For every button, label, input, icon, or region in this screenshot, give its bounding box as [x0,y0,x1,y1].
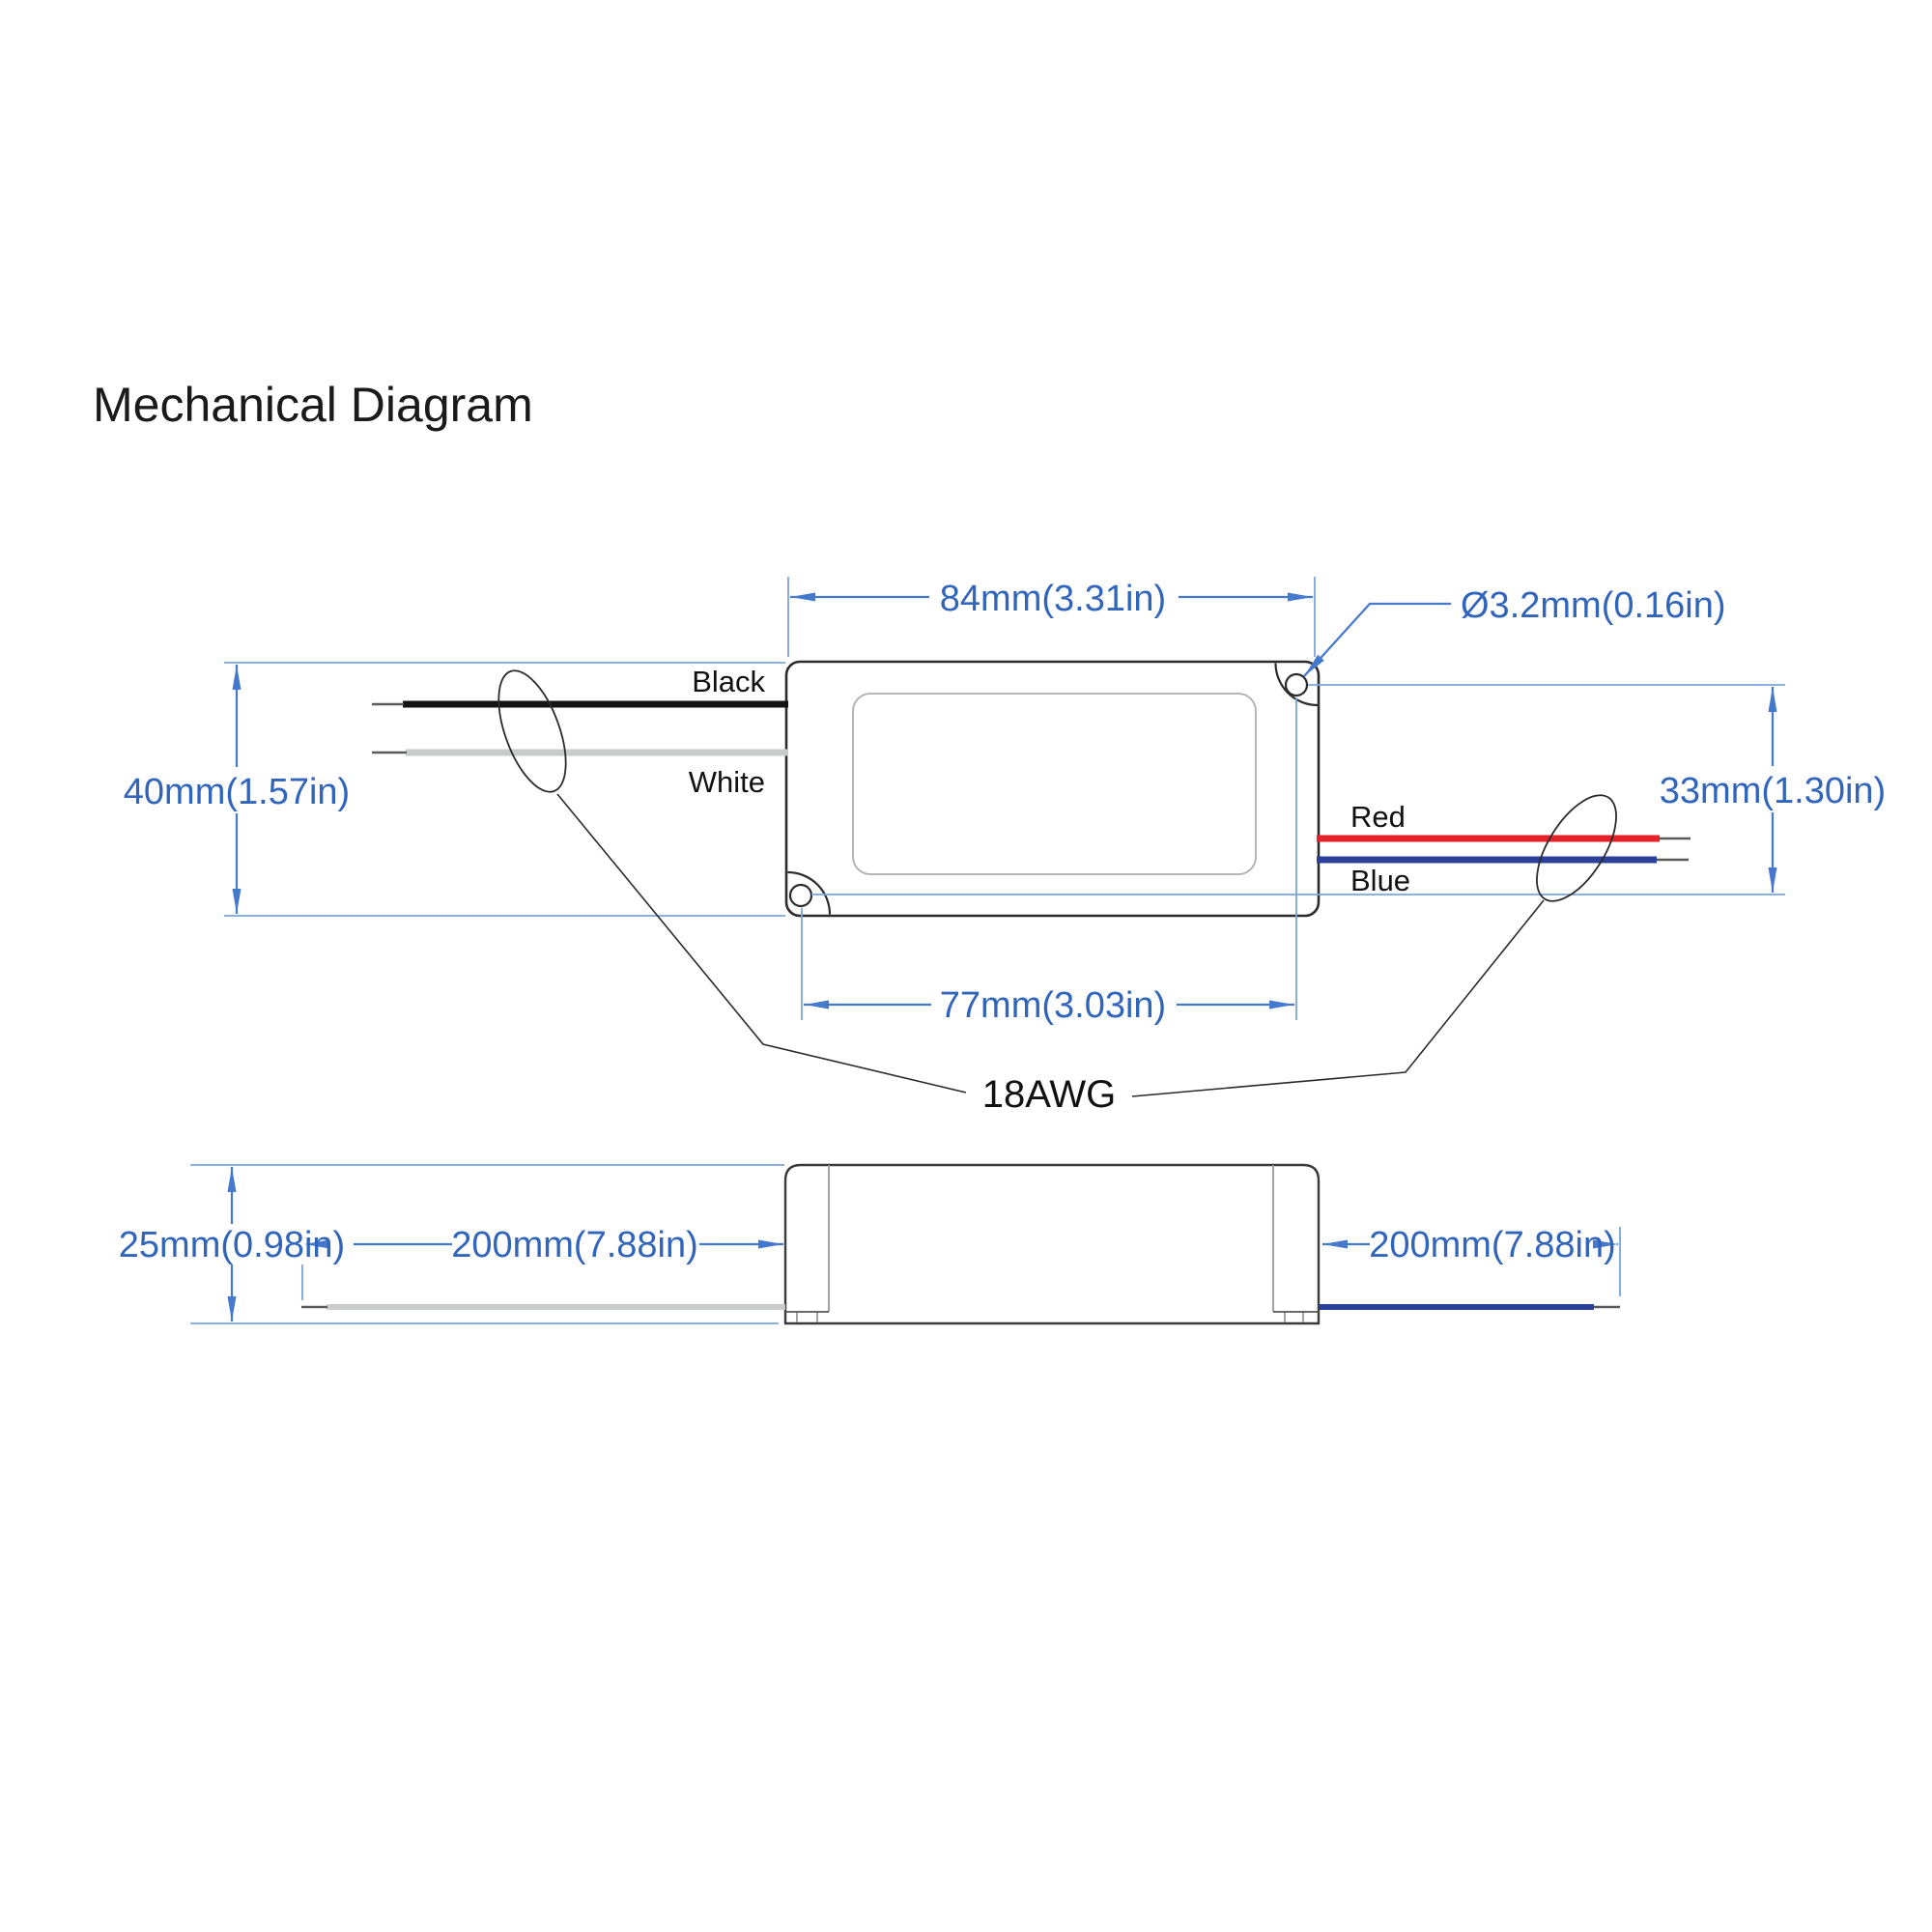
hole-vspacing-label: 33mm(1.30in) [1660,771,1886,811]
white-wire-label: White [689,765,765,799]
gauge-leader-left [556,793,967,1094]
side-height-label: 25mm(0.98in) [119,1225,345,1265]
gauge-leader-right [1131,899,1545,1097]
extension-lines-top-view [224,577,1785,1020]
mounting-hole-bottom-left [788,883,813,908]
dimension-text-masks-top [116,576,1893,1025]
black-wire-label: Black [692,665,765,698]
pocket-arc-bottom-left [787,870,832,915]
dimension-text-masks-side [112,1223,1617,1265]
wire-labels: Black White Red Blue [689,665,1410,897]
device-outline-top-view [784,660,1321,918]
dimension-arrows-side-view [227,1167,1618,1321]
hole-diameter-label: Ø3.2mm(0.16in) [1461,585,1726,626]
wires-top-view [403,700,1660,864]
gauge-callout-ellipse-right [1536,794,1617,902]
dim-width-label: 84mm(3.31in) [940,579,1166,619]
side-view: 25mm(0.98in) 200mm(7.88in) 200mm(7.88in) [112,1163,1621,1325]
page-title: Mechanical Diagram [93,378,533,432]
blue-wire-label: Blue [1350,864,1410,897]
side-view-panel-lines [796,1165,1304,1322]
device-outline-side-view [783,1163,1321,1325]
device-inner-panel [852,693,1257,875]
dimension-arrows-top-view [232,592,1777,1009]
output-wire-length-label: 200mm(7.88in) [1369,1225,1616,1265]
red-wire-label: Red [1350,800,1406,834]
dimension-labels-side-view: 25mm(0.98in) 200mm(7.88in) 200mm(7.88in) [119,1225,1616,1265]
mounting-hole-top-right [1284,672,1309,697]
wire-tips-top-view [372,702,1690,862]
dim-height-label: 40mm(1.57in) [124,772,350,812]
wire-gauge-group: 18AWG [982,1073,1117,1116]
top-view: 84mm(3.31in) Ø3.2mm(0.16in) 40mm(1.57in)… [116,576,1893,1116]
dimension-labels-top-view: 84mm(3.31in) Ø3.2mm(0.16in) 40mm(1.57in)… [124,579,1886,1026]
input-wire-length-label: 200mm(7.88in) [451,1225,698,1265]
hole-hspacing-label: 77mm(3.03in) [940,985,1166,1026]
gauge-callout-ellipse-left [497,669,567,793]
wire-gauge-label: 18AWG [982,1073,1117,1116]
